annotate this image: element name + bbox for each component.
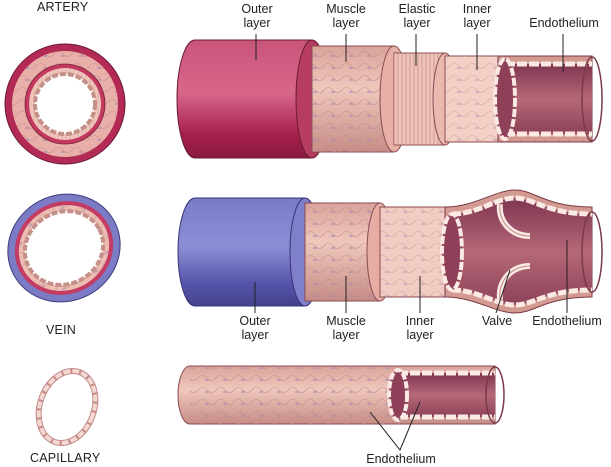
vein-inner-label-line2: layer (406, 328, 434, 342)
artery-outer-label-line1: Outer (241, 2, 273, 16)
leader-capillary-endothelium (369, 401, 421, 451)
vein-endothelium-label: Endothelium (532, 314, 602, 328)
artery-muscle-label-line2: layer (332, 16, 360, 30)
artery-elastic-layer-label: Elastic layer (395, 2, 439, 30)
artery-muscle-layer-label: Muscle layer (323, 2, 369, 30)
artery-cross-section (4, 43, 126, 165)
vein-outer-label-line2: layer (241, 328, 269, 342)
capillary-cross-section (35, 368, 99, 446)
vein-longitudinal (177, 189, 603, 314)
artery-elastic-label-line2: layer (403, 16, 431, 30)
leader-lines (254, 34, 568, 451)
leader-vein-valve (495, 269, 511, 314)
vein-muscle-label-line2: layer (332, 328, 360, 342)
vein-title: VEIN (46, 323, 76, 337)
artery-inner-layer-label: Inner layer (458, 2, 496, 30)
capillary-title: CAPILLARY (30, 451, 101, 465)
capillary-endothelium-label: Endothelium (366, 452, 436, 466)
vein-inner-layer-label: Inner layer (401, 314, 439, 342)
artery-endothelium-label: Endothelium (529, 16, 599, 30)
vein-inner-label-line1: Inner (405, 314, 435, 328)
artery-outer-label-line2: layer (243, 16, 271, 30)
artery-title: ARTERY (37, 0, 89, 14)
vein-muscle-label-line1: Muscle (326, 314, 366, 328)
capillary-longitudinal (177, 365, 505, 425)
artery-muscle-label-line1: Muscle (326, 2, 366, 16)
artery-longitudinal (176, 39, 603, 159)
vein-muscle-layer-label: Muscle layer (323, 314, 369, 342)
artery-outer-layer-label: Outer layer (238, 2, 276, 30)
vein-valve-label: Valve (481, 314, 513, 328)
artery-inner-label-line2: layer (463, 16, 491, 30)
vein-cross-section (7, 193, 121, 303)
artery-inner-label-line1: Inner (462, 2, 492, 16)
vein-outer-layer-label: Outer layer (236, 314, 274, 342)
vein-outer-label-line1: Outer (239, 314, 271, 328)
artery-elastic-label-line1: Elastic (398, 2, 436, 16)
